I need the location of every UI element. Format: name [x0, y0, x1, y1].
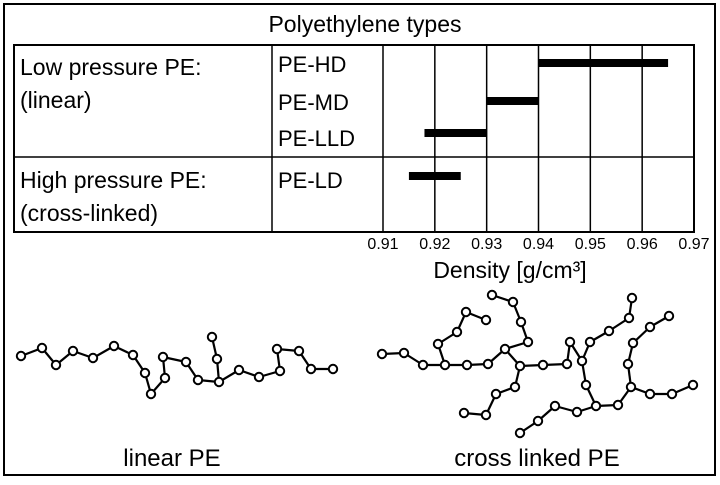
bar-pe-lld [424, 129, 487, 137]
bar-pe-md [486, 97, 539, 105]
carbon-atom [206, 331, 218, 343]
carbon-atom [663, 310, 675, 322]
group-label-high-pressure: High pressure PE: [20, 167, 207, 193]
carbon-atom [211, 353, 223, 365]
carbon-atom [627, 337, 639, 349]
carbon-atom [561, 358, 573, 370]
type-label-pe-hd: PE-HD [278, 52, 346, 77]
bar-pe-hd [538, 59, 669, 67]
density-bars [408, 59, 669, 180]
x-tick-label: 0.95 [575, 236, 606, 253]
carbon-atom [622, 358, 634, 370]
carbon-atom [666, 388, 678, 400]
carbon-atom [439, 359, 451, 371]
carbon-atom [603, 325, 615, 337]
carbon-atom [417, 359, 429, 371]
carbon-atom [486, 289, 498, 301]
group-label-high-pressure-sub: (cross-linked) [20, 200, 158, 226]
carbon-atom [460, 306, 472, 318]
carbon-atom [67, 345, 79, 357]
carbon-atom [213, 376, 225, 388]
carbon-atom [625, 381, 637, 393]
carbon-atom [584, 336, 596, 348]
x-axis-label: Density [g/cm³] [433, 257, 586, 283]
carbon-atom [514, 427, 526, 439]
carbon-atom [687, 379, 699, 391]
carbon-atom [499, 343, 511, 355]
carbon-atom [180, 356, 192, 368]
carbon-atom [532, 415, 544, 427]
linear-pe-molecule [15, 331, 339, 400]
group-label-low-pressure-sub: (linear) [20, 87, 92, 113]
type-label-pe-lld: PE-LLD [278, 126, 355, 151]
density-table [13, 44, 695, 233]
carbon-atom [233, 364, 245, 376]
carbon-atom [139, 367, 151, 379]
carbon-atom [461, 359, 473, 371]
carbon-atom [626, 292, 638, 304]
carbon-atom [644, 321, 656, 333]
x-tick-label: 0.93 [471, 236, 502, 253]
carbon-atom [15, 350, 27, 362]
x-tick-label: 0.92 [419, 236, 450, 253]
carbon-atom [145, 388, 157, 400]
carbon-atom [458, 407, 470, 419]
carbon-atom [127, 349, 139, 361]
carbon-atom [537, 359, 549, 371]
carbon-atom [480, 409, 492, 421]
bar-pe-ld [408, 172, 461, 180]
gridlines [382, 45, 643, 232]
carbon-atom [480, 314, 492, 326]
carbon-atom [590, 400, 602, 412]
carbon-atom [564, 336, 576, 348]
x-tick-label: 0.94 [523, 236, 554, 253]
diagram-title: Polyethylene types [268, 11, 461, 37]
x-tick-label: 0.91 [367, 236, 398, 253]
carbon-atom [514, 360, 526, 372]
carbon-atom [108, 340, 120, 352]
carbon-atom [451, 326, 463, 338]
carbon-atom [490, 388, 502, 400]
carbon-atom [507, 296, 519, 308]
x-tick-label: 0.96 [627, 236, 658, 253]
carbon-atom [515, 316, 527, 328]
carbon-atom [327, 363, 339, 375]
linear-pe-label: linear PE [123, 445, 220, 472]
carbon-atom [159, 372, 171, 384]
carbon-atom [576, 355, 588, 367]
carbon-atom [305, 363, 317, 375]
outer-frame [3, 3, 716, 476]
x-tick-labels: 0.91 0.92 0.93 0.94 0.95 0.96 0.97 [367, 236, 709, 253]
carbon-atom [612, 399, 624, 411]
cross-linked-pe-molecule [376, 289, 699, 439]
carbon-atom [50, 359, 62, 371]
type-label-pe-ld: PE-LD [278, 168, 343, 193]
carbon-atom [623, 312, 635, 324]
carbon-atom [549, 400, 561, 412]
carbon-atom [87, 352, 99, 364]
carbon-atom [253, 371, 265, 383]
carbon-atom [482, 358, 494, 370]
carbon-atom [271, 343, 283, 355]
carbon-atom [192, 374, 204, 386]
type-label-pe-md: PE-MD [278, 90, 349, 115]
carbon-atom [293, 345, 305, 357]
carbon-atom [509, 381, 521, 393]
carbon-atom [571, 406, 583, 418]
carbon-atom [36, 342, 48, 354]
carbon-atom [157, 351, 169, 363]
carbon-atom [432, 338, 444, 350]
group-label-low-pressure: Low pressure PE: [20, 54, 202, 80]
carbon-atom [580, 379, 592, 391]
carbon-atom [398, 347, 410, 359]
cross-linked-pe-label: cross linked PE [454, 445, 619, 472]
carbon-atom [644, 388, 656, 400]
carbon-atom [274, 365, 286, 377]
x-tick-label: 0.97 [678, 236, 709, 253]
carbon-atom [522, 336, 534, 348]
carbon-atom [376, 348, 388, 360]
